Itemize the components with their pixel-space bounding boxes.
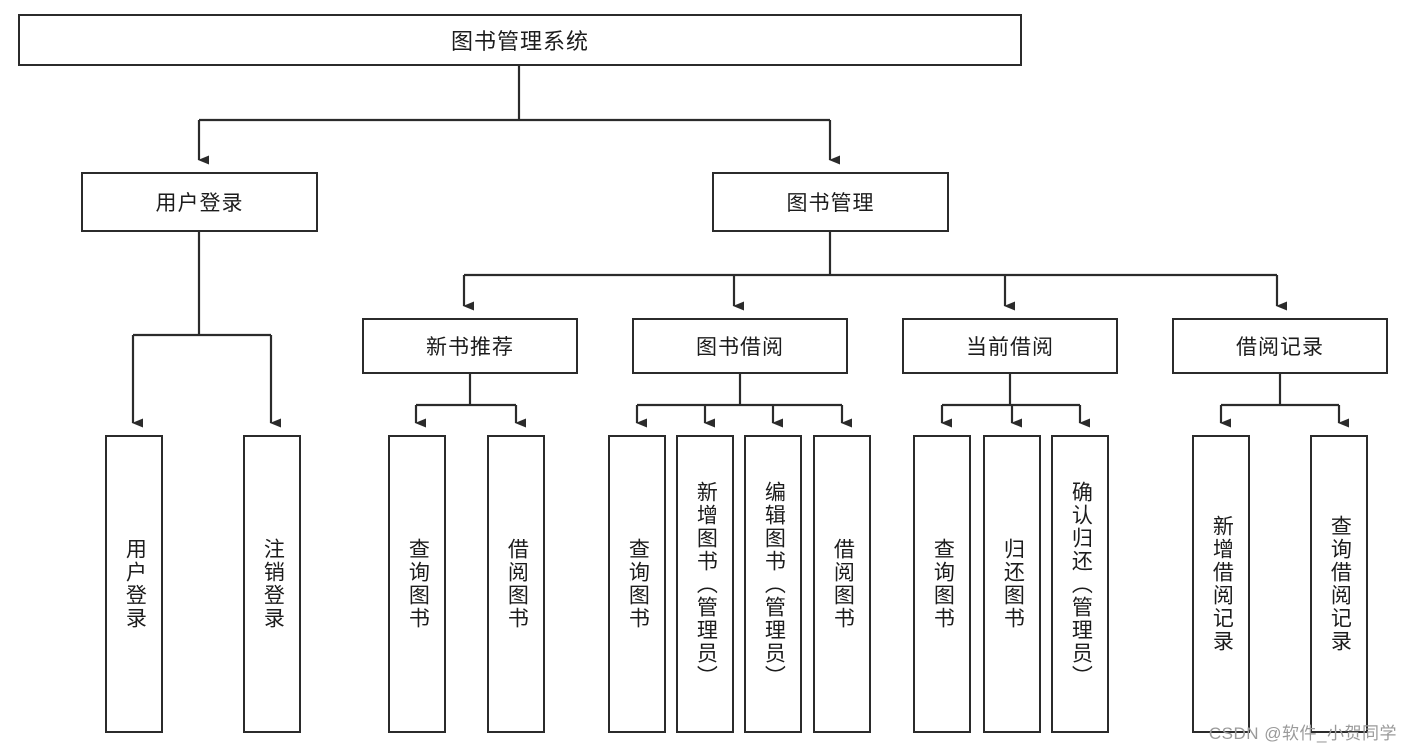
node-leaf-query-book-recommend-label: 查询图书 bbox=[406, 538, 430, 630]
node-leaf-query-book-borrow-label: 查询图书 bbox=[626, 538, 650, 630]
node-leaf-logout[interactable]: 注销登录 bbox=[243, 435, 301, 733]
node-leaf-return-book-label: 归还图书 bbox=[1001, 538, 1025, 630]
node-borrow-record[interactable]: 借阅记录 bbox=[1172, 318, 1388, 374]
node-new-book-recommend[interactable]: 新书推荐 bbox=[362, 318, 578, 374]
node-leaf-add-borrow-record[interactable]: 新增借阅记录 bbox=[1192, 435, 1250, 733]
node-book-borrow[interactable]: 图书借阅 bbox=[632, 318, 848, 374]
node-borrow-record-label: 借阅记录 bbox=[1236, 336, 1324, 359]
node-new-book-recommend-label: 新书推荐 bbox=[426, 336, 514, 359]
node-user-login[interactable]: 用户登录 bbox=[81, 172, 318, 232]
node-current-borrow-label: 当前借阅 bbox=[966, 336, 1054, 359]
node-leaf-add-borrow-record-label: 新增借阅记录 bbox=[1210, 515, 1234, 653]
node-root-label: 图书管理系统 bbox=[450, 29, 589, 54]
node-leaf-borrow-book[interactable]: 借阅图书 bbox=[813, 435, 871, 733]
node-leaf-user-login-label: 用户登录 bbox=[123, 538, 147, 630]
node-leaf-query-book-current[interactable]: 查询图书 bbox=[913, 435, 971, 733]
node-leaf-user-login[interactable]: 用户登录 bbox=[105, 435, 163, 733]
node-leaf-confirm-return-admin[interactable]: 确认归还（管理员） bbox=[1051, 435, 1109, 733]
node-user-login-label: 用户登录 bbox=[155, 192, 244, 215]
node-book-management-label: 图书管理 bbox=[786, 192, 875, 215]
node-leaf-query-borrow-record-label: 查询借阅记录 bbox=[1328, 515, 1352, 653]
node-leaf-edit-book-admin[interactable]: 编辑图书（管理员） bbox=[744, 435, 802, 733]
node-leaf-borrow-book-label: 借阅图书 bbox=[831, 538, 855, 630]
node-book-management[interactable]: 图书管理 bbox=[712, 172, 949, 232]
node-leaf-edit-book-admin-label: 编辑图书（管理员） bbox=[762, 480, 786, 688]
node-leaf-borrow-book-recommend[interactable]: 借阅图书 bbox=[487, 435, 545, 733]
node-book-borrow-label: 图书借阅 bbox=[696, 336, 784, 359]
watermark: CSDN @软件_小贺同学 bbox=[1208, 724, 1397, 743]
node-current-borrow[interactable]: 当前借阅 bbox=[902, 318, 1118, 374]
node-leaf-logout-label: 注销登录 bbox=[261, 538, 285, 630]
node-leaf-query-book-current-label: 查询图书 bbox=[931, 538, 955, 630]
node-leaf-borrow-book-recommend-label: 借阅图书 bbox=[505, 538, 529, 630]
node-leaf-query-borrow-record[interactable]: 查询借阅记录 bbox=[1310, 435, 1368, 733]
node-leaf-query-book-recommend[interactable]: 查询图书 bbox=[388, 435, 446, 733]
node-leaf-add-book-admin-label: 新增图书（管理员） bbox=[694, 480, 718, 688]
node-root[interactable]: 图书管理系统 bbox=[18, 14, 1022, 66]
node-leaf-confirm-return-admin-label: 确认归还（管理员） bbox=[1069, 480, 1093, 688]
node-leaf-query-book-borrow[interactable]: 查询图书 bbox=[608, 435, 666, 733]
node-leaf-return-book[interactable]: 归还图书 bbox=[983, 435, 1041, 733]
node-leaf-add-book-admin[interactable]: 新增图书（管理员） bbox=[676, 435, 734, 733]
